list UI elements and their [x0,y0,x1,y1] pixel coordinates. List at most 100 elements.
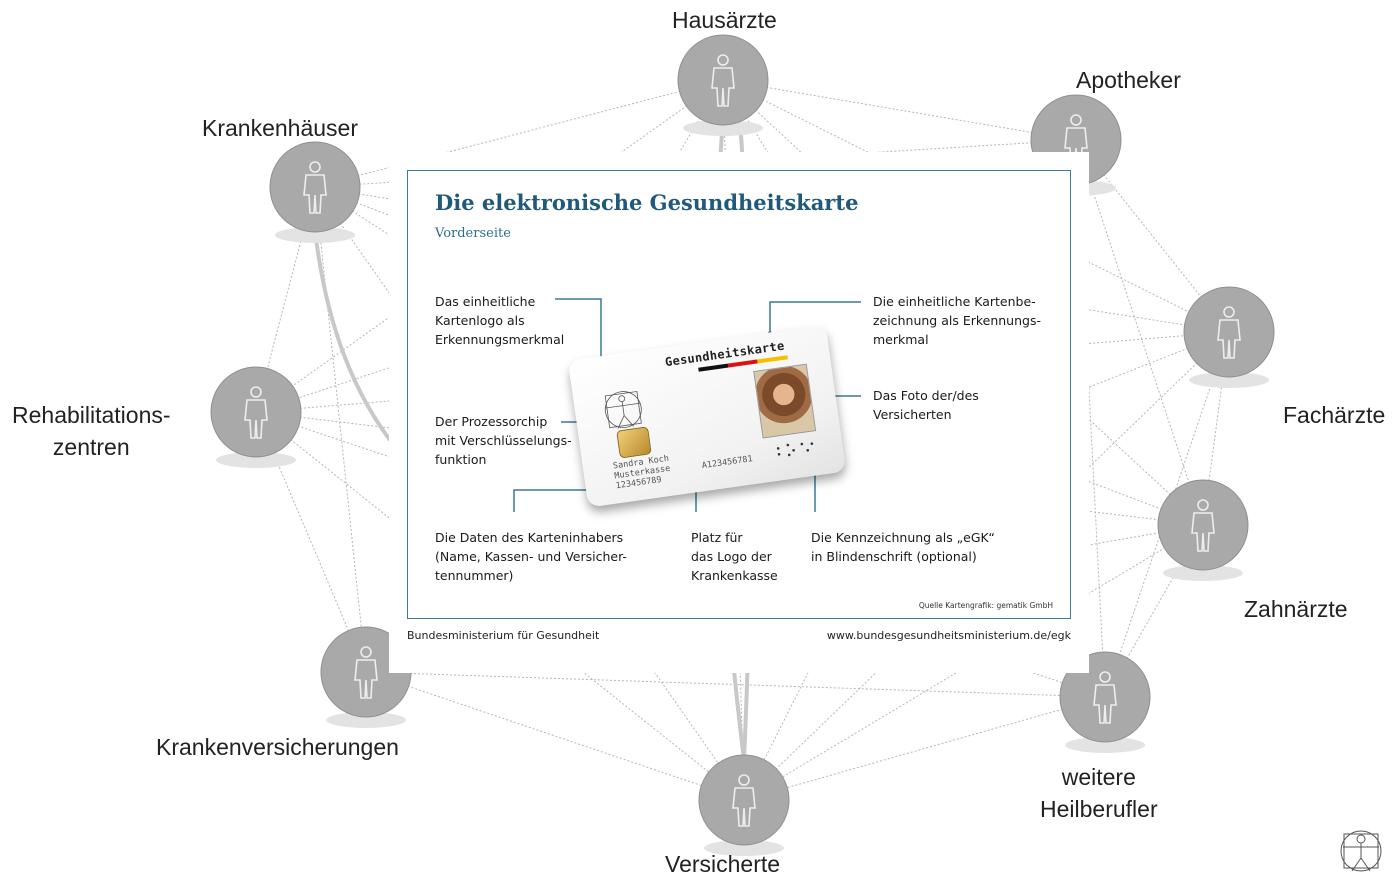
callout-line: Das einheitliche [435,294,536,309]
node-shadow [275,227,355,243]
node-krankenversicherungen [320,626,412,728]
person-head [250,386,262,398]
callout-line: Erkennungsmerkmal [435,332,565,347]
node-label-line: Krankenhäuser [202,115,358,141]
node-shadow [1189,372,1269,388]
infographic-title: Die elektronische Gesundheitskarte [435,190,859,215]
node-label-zahnaerzte: Zahnärzte [1244,593,1348,625]
connection-line [255,411,367,673]
person-body [244,399,268,439]
node-label-line: Krankenversicherungen [156,734,399,760]
braille-marking [776,442,814,457]
person-body [732,787,756,827]
node-label-line: Versicherte [665,851,781,877]
node-label-line: zentren [52,434,130,460]
callout-line: merkmal [873,332,929,347]
vitruvian-logo [1340,830,1382,872]
connection-line [365,671,745,801]
infographic-frame [407,170,1071,619]
connection-line [255,79,724,413]
person-icon [354,646,378,699]
node-circle [210,366,302,458]
callout-line: Platz für [691,530,743,545]
card-holder-data: Sandra Koch Musterkasse 123456789 [612,454,672,492]
node-label-fachaerzte: Fachärzte [1283,399,1385,431]
node-weitere_heilberufler [1059,651,1151,753]
person-head [738,774,750,786]
node-shadow [216,452,296,468]
connection-line [1075,139,1204,526]
node-shadow [326,712,406,728]
node-circle [1183,286,1275,378]
node-label-hausaerzte: Hausärzte [672,4,777,36]
callout-line: Die Kennzeichnung als „eGK“ [811,530,995,545]
callout-line: zeichnung als Erkennungs- [873,313,1041,328]
person-head [309,161,321,173]
person-body [303,174,327,214]
node-label-line: Apotheker [1076,67,1181,93]
callout-line: mit Verschlüsselungs- [435,433,572,448]
node-shadow [1065,737,1145,753]
egk-infographic: Die elektronische Gesundheitskarte Vorde… [389,152,1089,673]
callout-line: (Name, Kassen- und Versicher- [435,549,627,564]
callout-braille: Die Kennzeichnung als „eGK“ in Blindensch… [811,528,995,566]
ministry-website-link[interactable]: www.bundesgesundheitsministerium.de/egk [826,629,1071,642]
callout-line: Das Foto der/des [873,388,979,403]
node-label-rehabilitationszentren: Rehabilitations-zentren [12,399,171,463]
connection-line [722,79,1077,141]
node-circle [677,34,769,126]
person-head [1197,499,1209,511]
node-label-line: Zahnärzte [1244,596,1348,622]
person-head [360,646,372,658]
connection-line [314,186,367,673]
person-icon [303,161,327,214]
person-body [711,67,735,107]
holder-photo [753,363,817,439]
callout-line: Versicherten [873,407,952,422]
person-body [1217,319,1241,359]
node-label-krankenhaeuser: Krankenhäuser [202,112,358,144]
node-label-versicherte: Versicherte [665,848,780,880]
person-body [1191,512,1215,552]
node-label-line: Fachärzte [1283,402,1386,428]
health-card-illustration: Gesundheitskarte Sandra Koch Musterkasse… [567,324,847,508]
person-icon [732,774,756,827]
callout-card-name: Die einheitliche Kartenbe-zeichnung als … [873,292,1041,349]
connection-line [314,186,745,801]
vitruvian-card-logo [604,391,642,429]
node-circle [269,141,361,233]
node-shadow [704,840,784,856]
callout-line: Kartenlogo als [435,313,525,328]
person-head [717,54,729,66]
person-icon [711,54,735,107]
node-rehabilitationszentren [210,366,302,468]
node-label-line: weitere [1061,764,1136,790]
node-shadow [683,120,763,136]
callout-line: in Blindenschrift (optional) [811,549,977,564]
person-head [1070,114,1082,126]
person-icon [244,386,268,439]
person-head [1223,306,1235,318]
card-number: A123456781 [701,454,754,472]
connection-line [743,696,1106,801]
callout-line: Der Prozessorchip [435,414,548,429]
node-versicherte [698,754,790,856]
node-hausaerzte [677,34,769,136]
person-icon [1191,499,1215,552]
node-circle [1157,479,1249,571]
person-icon [1093,671,1117,724]
person-body [1093,684,1117,724]
node-circle [698,754,790,846]
source-credit: Quelle Kartengrafik: gematik GmbH [918,601,1053,610]
node-krankenhaeuser [269,141,361,243]
person-head [1099,671,1111,683]
node-zahnaerzte [1157,479,1249,581]
ministry-name: Bundesministerium für Gesundheit [407,629,600,642]
node-shadow [1163,565,1243,581]
node-label-line: Rehabilitations- [12,402,171,428]
callout-line: tennummer) [435,568,514,583]
callout-line: Die einheitliche Kartenbe- [873,294,1036,309]
